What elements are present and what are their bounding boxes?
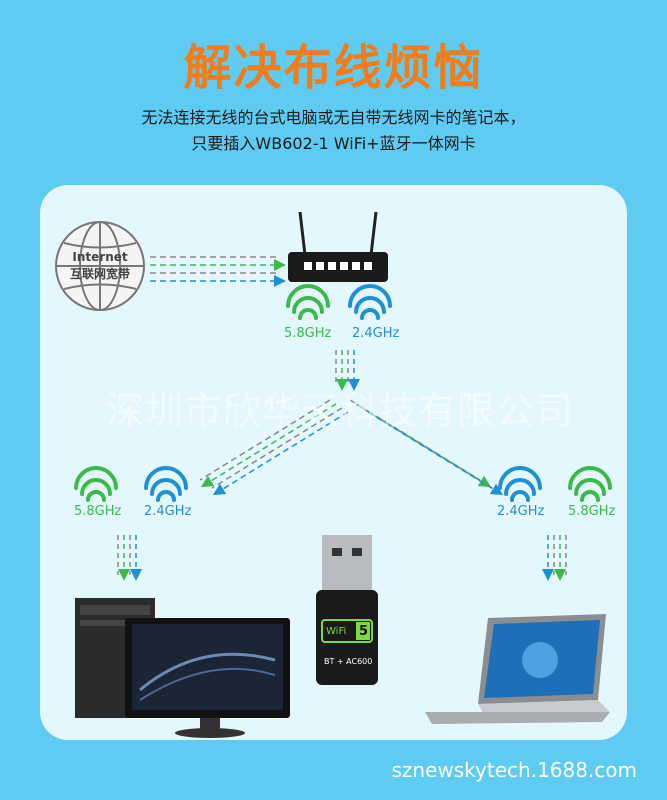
wired-connection: [150, 256, 286, 287]
adapter-model-text: BT + AC600: [324, 657, 373, 666]
subtitle-line-1: 无法连接无线的台式电脑或无自带无线网卡的笔记本，: [141, 108, 526, 127]
usb-adapter-icon: [316, 535, 378, 685]
subtitle-line-2: 只要插入WB602-1 WiFi+蓝牙一体网卡: [191, 134, 476, 153]
band-label-5g-right: 5.8GHz: [568, 504, 616, 519]
band-label-5g-left: 5.8GHz: [74, 504, 122, 519]
laptop-icon: [425, 614, 610, 724]
wireless-connection-left: [199, 399, 349, 496]
globe-label-bottom: 互联网宽带: [69, 267, 130, 281]
headline: 解决布线烦恼: [183, 40, 484, 96]
band-label-24g-router: 2.4GHz: [352, 326, 400, 341]
wifi-signal-icon: [74, 284, 612, 502]
wireless-connection-down: [335, 350, 360, 391]
globe-icon: [55, 221, 145, 311]
adapter-badge-number: 5: [359, 624, 369, 639]
desktop-computer-icon: [75, 598, 290, 738]
globe-label-top: Internet: [72, 250, 128, 264]
adapter-badge-text: WiFi: [326, 626, 347, 637]
band-label-24g-right: 2.4GHz: [497, 504, 545, 519]
wireless-connection-laptop: [542, 535, 567, 581]
wireless-connection-desktop: [117, 535, 142, 581]
site-url: sznewskytech.1688.com: [391, 758, 637, 782]
band-label-5g-router: 5.8GHz: [284, 326, 332, 341]
router-icon: [288, 211, 388, 282]
wireless-connection-right: [349, 399, 504, 496]
band-label-24g-left: 2.4GHz: [144, 504, 192, 519]
watermark: 深圳市欣华天科技有限公司: [105, 389, 574, 433]
